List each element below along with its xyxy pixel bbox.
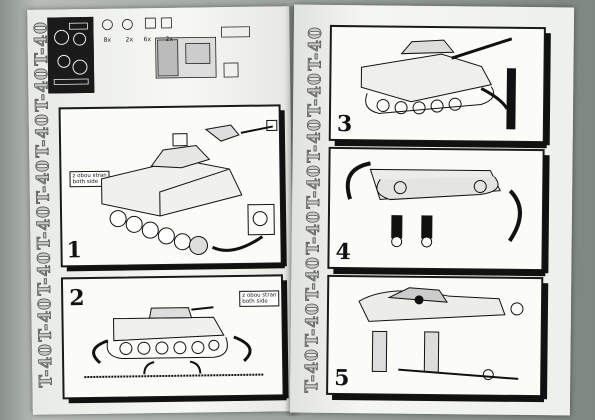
spine-label: T-40 [33, 158, 54, 205]
step-4-panel: 4 [327, 146, 550, 277]
spine-label: T-40 [302, 302, 324, 348]
step-1-drawing [101, 119, 278, 255]
sprue-detail-panel: 8x 2x 6x 2x [95, 13, 256, 91]
spine-label: T-40 [304, 72, 326, 118]
sprue-count: 8x [103, 36, 112, 44]
sprue-parts-drawing [102, 17, 250, 79]
sprue-count: 6x [143, 36, 152, 44]
step-2-panel: 2 z obou stran both side [60, 274, 289, 404]
step-4-drawing [345, 161, 522, 248]
spine-label: T-40 [34, 250, 56, 297]
sprue-count: 2x [125, 36, 134, 44]
spine-label: T-40 [35, 342, 57, 389]
step-5-panel: 5 [326, 274, 549, 403]
spine-label: T-40 [305, 26, 326, 72]
step-3-panel: 3 [328, 24, 551, 149]
spine-label: T-40 [303, 210, 324, 256]
spine-label: T-40 [32, 112, 54, 159]
step-1-panel: 1 z obou stran both side [58, 104, 287, 272]
spine-label: T-40 [303, 256, 324, 302]
spine-label: T-40 [304, 118, 325, 164]
spine-label: T-40 [35, 296, 56, 343]
spine-label: T-40 [302, 348, 323, 394]
step-3-drawing [360, 37, 516, 130]
step-2-drawing [84, 306, 265, 379]
sprue-count: 2x [165, 35, 174, 43]
spine-label: T-40 [33, 204, 55, 251]
spine-label: T-40 [304, 164, 325, 210]
step-5-drawing [358, 287, 524, 381]
sprue-art [53, 22, 89, 85]
photo-etch-sprue [47, 16, 95, 94]
